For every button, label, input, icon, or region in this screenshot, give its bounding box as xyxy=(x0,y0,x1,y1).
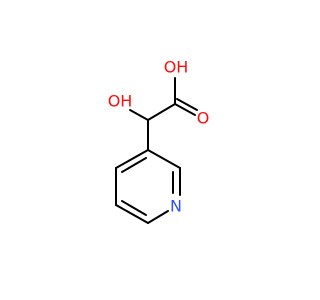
molecule-structure: OH O OH N xyxy=(108,58,210,224)
atom-label-carbonyl-oxygen: O xyxy=(197,109,210,128)
bond-alpha-carboxyl xyxy=(147,103,176,121)
ring-double-c5-c6 xyxy=(121,200,147,216)
bond-carboxyl-o-double-1 xyxy=(174,103,196,116)
atom-label-pyridine-nitrogen: N xyxy=(170,197,182,216)
atom-label-hydroxyl-acid: OH xyxy=(164,58,189,77)
bond-carboxyl-o-double-2 xyxy=(176,98,198,111)
ring-double-c3-c4 xyxy=(121,157,147,173)
atom-label-hydroxyl-alpha: OH xyxy=(108,92,133,111)
ring-bond-c3-c4 xyxy=(115,149,149,169)
bond-alpha-hydroxyl xyxy=(129,109,149,121)
ring-bond-c5-c6 xyxy=(115,204,149,224)
ring-bond-c2-c3 xyxy=(147,149,181,169)
ring-bond-c6-n xyxy=(147,210,169,224)
